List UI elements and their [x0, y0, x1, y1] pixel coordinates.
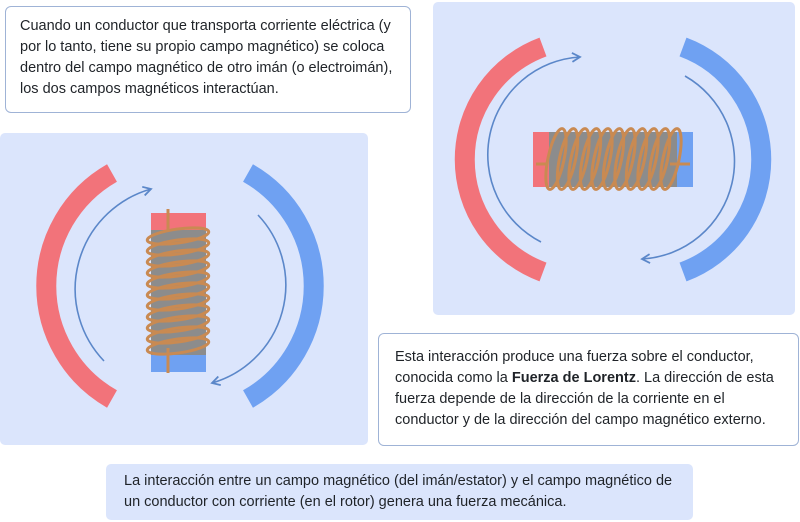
coil-winding — [544, 127, 683, 191]
coil-loop — [567, 127, 591, 191]
field-arrow-left — [486, 52, 582, 243]
lorentz-text-start: Esta interacción produce una fuerza sobr… — [395, 349, 754, 386]
field-arrow-right — [210, 214, 287, 386]
red-pole-arc — [454, 37, 547, 282]
lorentz-text-box: Esta interacción produce una fuerza sobr… — [378, 333, 799, 446]
coil-loop — [145, 292, 211, 312]
coil-loop — [145, 314, 211, 334]
electromagnet-diagram-vertical — [0, 133, 368, 445]
coil-loop — [145, 259, 211, 279]
coil-loop — [647, 127, 672, 191]
summary-text: La interacción entre un campo magnético … — [124, 473, 673, 510]
intro-text-box: Cuando un conductor que transporta corri… — [5, 6, 411, 113]
blue-pole-arc — [242, 164, 324, 408]
coil-loop — [555, 127, 580, 191]
coil-loop — [544, 127, 568, 191]
intro-text: Cuando un conductor que transporta corri… — [20, 18, 393, 97]
coil-loop — [636, 127, 660, 191]
coil-loop — [145, 248, 211, 268]
coil-loop — [145, 237, 211, 257]
electromagnet-diagram-horizontal — [433, 2, 795, 315]
lorentz-text-end: . La dirección de esta fuerza depende de… — [395, 370, 774, 428]
coil-loop — [659, 127, 683, 191]
red-pole-arc — [36, 164, 118, 408]
coil-loop — [578, 127, 603, 191]
coil-loop — [145, 270, 211, 290]
coil-loop — [145, 336, 211, 356]
core-blue-end — [151, 355, 206, 372]
lorentz-force-term: Fuerza de Lorentz — [511, 370, 636, 386]
field-arrow-right — [640, 75, 736, 264]
coil-loop — [613, 127, 637, 191]
field-arrow-left — [74, 185, 153, 362]
coil-loop — [624, 127, 649, 191]
coil-loop — [145, 303, 211, 323]
coil-loop — [145, 226, 211, 246]
core-red-end — [151, 213, 206, 230]
coil-loop — [590, 127, 614, 191]
blue-pole-arc — [679, 37, 772, 282]
coil-loop — [145, 325, 211, 345]
coil-loop — [145, 281, 211, 301]
summary-text-box: La interacción entre un campo magnético … — [106, 464, 693, 520]
coil-loop — [601, 127, 626, 191]
coil-winding — [145, 226, 211, 356]
